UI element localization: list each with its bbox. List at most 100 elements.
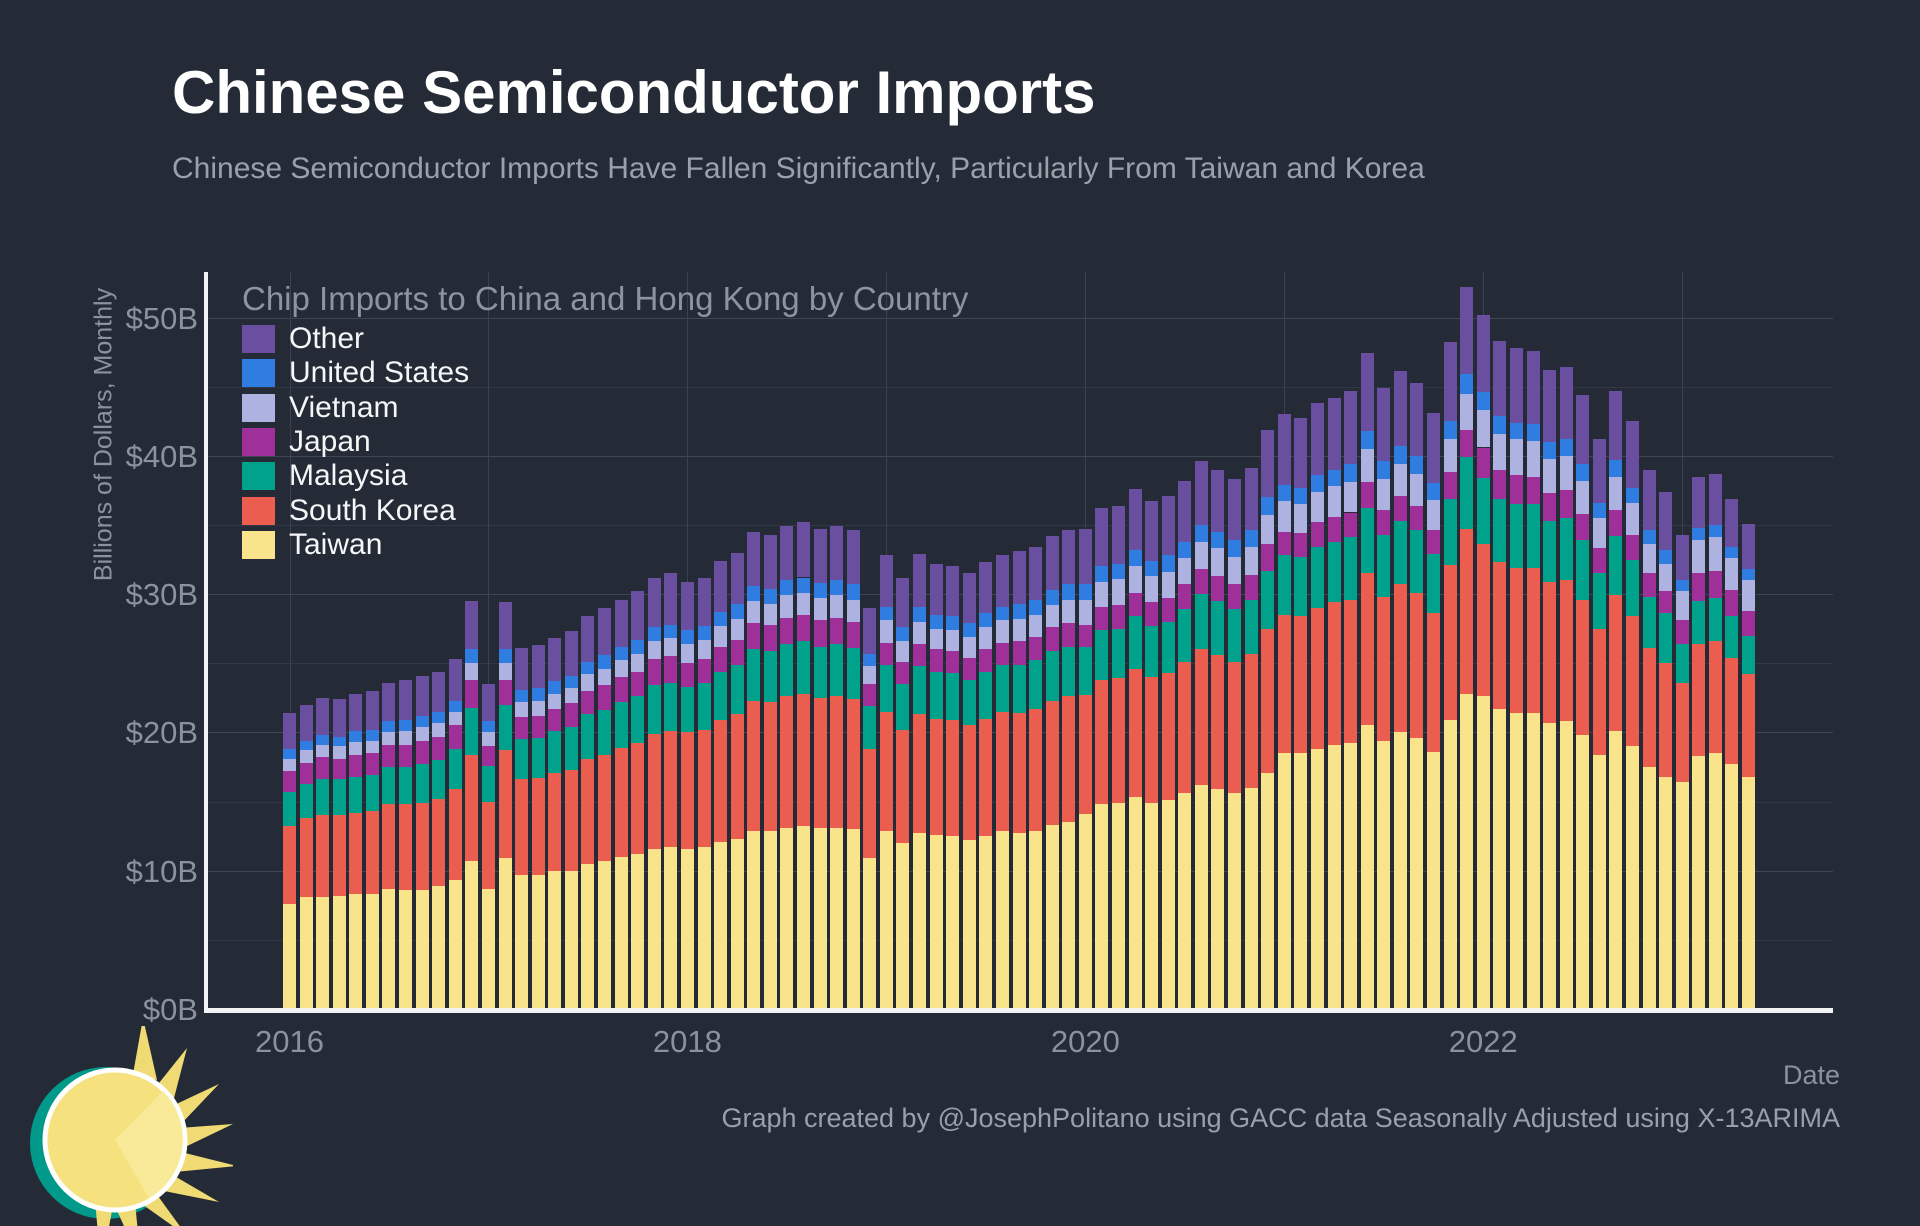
bar-segment	[1095, 566, 1109, 582]
bar-segment	[1642, 648, 1656, 767]
bar-segment	[1261, 772, 1275, 1009]
bar-segment	[1261, 628, 1275, 773]
gridline-year-2016	[289, 272, 291, 1009]
bar-segment	[1294, 556, 1308, 617]
bar-segment	[1145, 602, 1159, 626]
bar-segment	[913, 621, 927, 644]
gridline-h-40B	[208, 455, 1833, 457]
bar-segment	[531, 700, 545, 716]
bar-segment	[1526, 423, 1540, 441]
bar-segment	[1360, 430, 1374, 449]
bar-segment	[1592, 628, 1606, 755]
bar-segment	[1725, 764, 1739, 1009]
bar-segment	[1592, 518, 1606, 549]
bar-segment	[830, 526, 844, 581]
bar-segment	[631, 591, 645, 640]
bar-segment	[1427, 530, 1441, 554]
bar-segment	[1476, 477, 1490, 545]
legend-label: South Korea	[289, 493, 456, 527]
legend-item-south-korea: South Korea	[242, 493, 469, 527]
bar-segment	[1360, 482, 1374, 509]
bar-segment	[581, 863, 595, 1009]
bar-segment	[349, 754, 363, 777]
bar-segment	[332, 815, 346, 896]
bar-segment	[1062, 530, 1076, 585]
bar-segment	[1526, 440, 1540, 477]
bar-segment	[1045, 627, 1059, 651]
bar-segment	[548, 870, 562, 1009]
bar-segment	[1012, 664, 1026, 714]
bar-segment	[531, 715, 545, 738]
bar-segment	[962, 657, 976, 680]
bar-segment	[1675, 643, 1689, 683]
bar-segment	[1078, 624, 1092, 647]
bar-segment	[1659, 549, 1673, 564]
bar-segment	[1327, 602, 1341, 745]
logo-sun-wedge	[115, 1091, 183, 1198]
bar-segment	[1708, 537, 1722, 571]
bar-segment	[1443, 342, 1457, 422]
bar-segment	[697, 577, 711, 626]
bar-segment	[1427, 500, 1441, 531]
bar-segment	[614, 856, 628, 1009]
bar-segment	[1377, 534, 1391, 597]
bar-segment	[1476, 410, 1490, 448]
bar-segment	[1592, 573, 1606, 629]
bar-segment	[1625, 487, 1639, 503]
bar-segment	[1609, 476, 1623, 510]
bar-segment	[1642, 573, 1656, 597]
bar-segment	[697, 659, 711, 683]
bar-segment	[1725, 657, 1739, 765]
bar-segment	[846, 530, 860, 585]
bar-segment	[415, 726, 429, 741]
bar-segment	[1559, 455, 1573, 491]
bar-segment	[581, 758, 595, 864]
bar-segment	[1277, 753, 1291, 1009]
bar-segment	[481, 765, 495, 802]
bar-segment	[1029, 830, 1043, 1009]
bar-segment	[1294, 533, 1308, 557]
bar-segment	[846, 599, 860, 622]
bar-segment	[796, 826, 810, 1009]
bar-segment	[1178, 584, 1192, 610]
bar-segment	[747, 700, 761, 831]
bar-segment	[1310, 748, 1324, 1009]
bar-segment	[1112, 578, 1125, 606]
bar-segment	[598, 685, 612, 711]
bar-segment	[979, 562, 993, 614]
bar-segment	[365, 690, 379, 730]
bar-segment	[896, 843, 910, 1009]
bar-segment	[1742, 569, 1756, 581]
x-tick-2016: 2016	[255, 1024, 324, 1059]
bar-segment	[316, 735, 330, 745]
bar-segment	[631, 854, 645, 1009]
bar-segment	[1377, 740, 1391, 1009]
bar-segment	[763, 701, 777, 831]
bar-segment	[1742, 523, 1756, 570]
bar-segment	[1476, 447, 1490, 478]
bar-segment	[929, 671, 943, 719]
bar-segment	[1062, 599, 1076, 624]
y-tick-20B: $20B	[125, 715, 198, 751]
bar-segment	[299, 740, 313, 751]
bar-segment	[548, 708, 562, 731]
bar-segment	[1509, 475, 1523, 505]
bar-segment	[697, 625, 711, 640]
bar-segment	[1095, 804, 1109, 1009]
y-axis-line	[204, 272, 208, 1013]
bar-segment	[846, 699, 860, 830]
bar-segment	[962, 623, 976, 637]
bar-segment	[664, 638, 678, 657]
bar-segment	[1194, 784, 1208, 1009]
bar-segment	[1012, 618, 1026, 642]
bar-segment	[581, 690, 595, 715]
bar-segment	[913, 606, 927, 622]
bar-segment	[1062, 646, 1076, 697]
x-tick-2020: 2020	[1050, 1024, 1120, 1059]
bar-segment	[1062, 822, 1076, 1009]
bar-segment	[1476, 314, 1490, 393]
legend-item-malaysia: Malaysia	[242, 459, 469, 493]
bar-segment	[432, 798, 446, 886]
legend-label: Vietnam	[289, 390, 399, 424]
bar-segment	[1493, 562, 1507, 709]
